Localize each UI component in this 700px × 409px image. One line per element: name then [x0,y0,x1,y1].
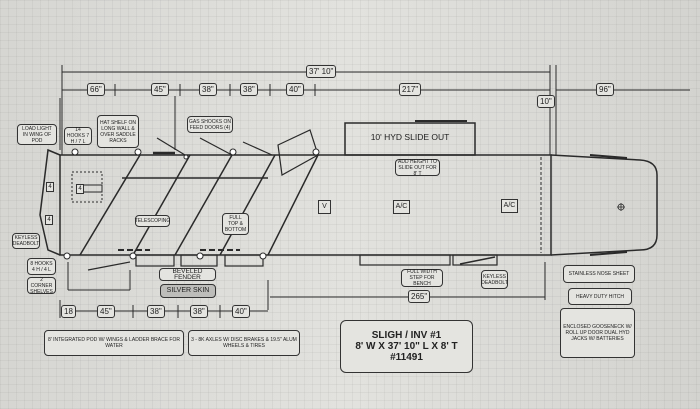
label-stainless-nose: STAINLESS NOSE SHEET [563,265,635,283]
dim-96: 96" [596,83,614,96]
dim-217: 217" [399,83,422,96]
label-slide-out: 10' HYD SLIDE OUT [370,132,450,142]
small-box-4c: 4 [76,184,84,194]
label-telescoping: TELESCOPING [135,215,170,227]
dim-10: 10" [537,95,555,108]
label-14-hooks: 14 HOOKS 7 H / 7 L [64,127,92,145]
dim-45: 45" [151,83,169,96]
label-gas-shocks: GAS SHOCKS ON FEED DOORS (4) [187,116,233,133]
dim-38a: 38" [199,83,217,96]
label-keyless-deadbolt-side: KEYLESS DEADBOLT [481,270,508,289]
pod-wing [39,148,61,256]
label-integrated-pod: 8' INTEGRATED POD W/ WINGS & LADDER BRAC… [44,330,184,356]
label-8-hooks: 8 HOOKS 4 H / 4 L [27,258,56,275]
label-enclosed-gooseneck: ENCLOSED GOOSENECK W/ ROLL UP DOOR DUAL … [560,308,635,358]
title-block: SLIGH / INV #1 8' W X 37' 10" L X 8' T #… [340,320,473,373]
title-line-1: SLIGH / INV #1 [371,330,442,341]
vent-symbol: V [318,200,331,214]
small-box-4a: 4 [46,182,54,192]
dim-265: 265" [408,290,431,303]
dim-38-bottom-a: 38" [147,305,165,318]
label-heavy-hitch: HEAVY DUTY HITCH [568,288,632,305]
label-full-width-step: FULL WIDTH STEP FOR BENCH [401,269,443,287]
small-box-4b: 4 [45,215,53,225]
label-beveled-fender: BEVELED FENDER [159,268,216,281]
dim-40: 40" [286,83,304,96]
ac-symbol-1: A/C [393,200,410,214]
dim-18: 18 [61,305,76,318]
lights [63,148,320,260]
label-silver-skin: SILVER SKIN [160,284,216,298]
label-load-light: LOAD LIGHT IN WING OF POD [17,124,57,145]
dim-66: 66" [87,83,105,96]
dim-38b: 38" [240,83,258,96]
title-line-2: 8' W X 37' 10" L X 8' T [355,341,458,352]
label-hat-shelf: HAT SHELF ON LONG WALL & OVER SADDLE RAC… [97,115,139,148]
dim-40-bottom: 40" [232,305,250,318]
dim-overall: 37' 10" [306,65,337,78]
ac-symbol-2: A/C [501,199,518,213]
label-corner-shelves: 2 CORNER SHELVES [27,277,56,295]
label-add-height: ADD HEIGHT TO SLIDE OUT FOR 8' T [395,159,440,177]
dim-45-bottom: 45" [97,305,115,318]
gooseneck-outline [550,154,658,256]
label-axles: 3 - 8K AXLES W/ DISC BRAKES & 19.5" ALUM… [188,330,300,356]
trailer-body-outline [59,154,552,256]
label-full-top-bottom: FULL TOP & BOTTOM [222,213,249,235]
dim-38-bottom-b: 38" [190,305,208,318]
label-keyless-deadbolt-rear: KEYLESS DEADBOLT [12,233,40,249]
title-line-3: #11491 [390,352,423,363]
